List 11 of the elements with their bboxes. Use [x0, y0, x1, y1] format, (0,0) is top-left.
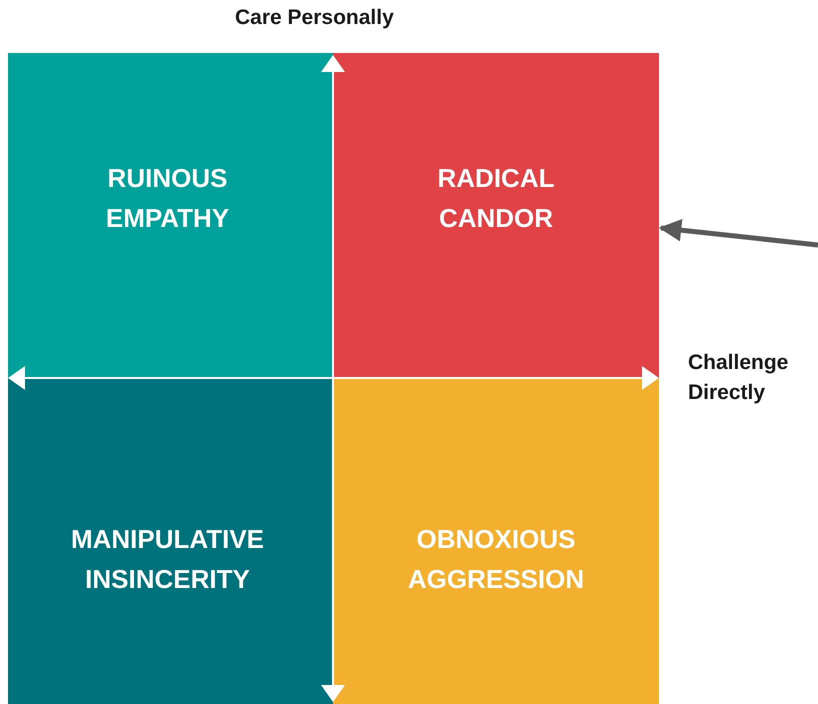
- quadrant-label: MANIPULATIVE INSINCERITY: [70, 523, 266, 596]
- quadrant-box: [333, 53, 659, 378]
- quadrant-label: RADICAL CANDOR: [436, 162, 556, 234]
- quadrant-box: [333, 378, 659, 704]
- arrow: [658, 219, 818, 248]
- axis-label: Care Personally: [235, 5, 394, 31]
- quadrant-label: OBNOXIOUS AGGRESSION: [406, 523, 586, 596]
- quadrant-box: [8, 53, 333, 378]
- quadrant-box: [8, 378, 333, 704]
- quadrant-label: RUINOUS EMPATHY: [104, 162, 230, 234]
- axis-label: Challenge Directly: [688, 350, 790, 406]
